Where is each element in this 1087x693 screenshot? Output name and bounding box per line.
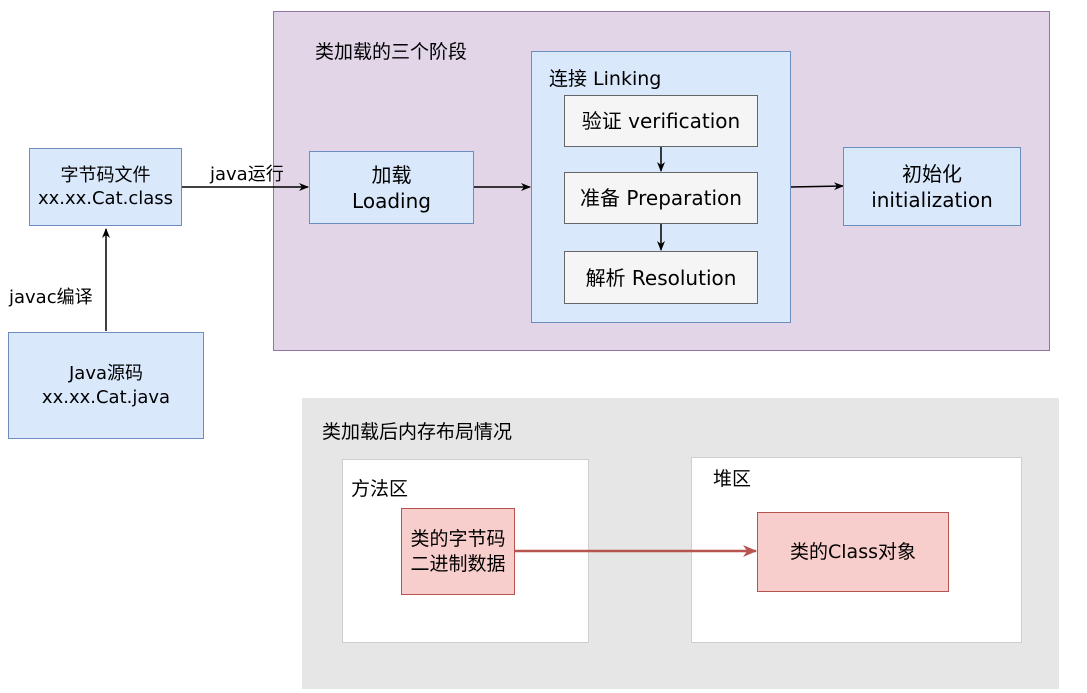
bytecode-file-line1: 字节码文件 [60,164,151,186]
bytecode-binary-line2: 二进制数据 [410,552,506,575]
resolution-node: 解析 Resolution [564,251,758,304]
preparation-node: 准备 Preparation [564,172,758,224]
java-source-line1: Java源码 [68,363,144,385]
method-area-title: 方法区 [351,478,409,500]
verification-label: 验证 verification [581,109,741,133]
loading-line1: 加载 [371,162,412,187]
compile-edge-label: javac编译 [9,287,93,308]
resolution-label: 解析 Resolution [585,265,737,290]
memory-layout-title: 类加载后内存布局情况 [322,421,513,443]
class-object-node: 类的Class对象 [757,512,949,592]
bytecode-file-line2: xx.xx.Cat.class [37,188,174,209]
class-object-label: 类的Class对象 [790,540,916,563]
linking-to-init-edge [790,182,844,191]
preparation-label: 准备 Preparation [580,186,742,210]
heap-title: 堆区 [713,468,752,490]
java-source-line2: xx.xx.Cat.java [41,386,171,408]
java-source-node: Java源码 xx.xx.Cat.java [8,332,204,439]
loading-node: 加载 Loading [309,151,474,224]
initialization-line2: initialization [871,187,993,212]
run-edge-label: java运行 [210,164,284,185]
verification-node: 验证 verification [564,95,758,147]
linking-title: 连接 Linking [549,68,662,90]
bytecode-binary-data-node: 类的字节码 二进制数据 [401,508,515,595]
bytecode-file-node: 字节码文件 xx.xx.Cat.class [29,148,182,226]
initialization-line1: 初始化 [902,161,962,186]
loading-line2: Loading [352,188,431,213]
class-loading-stages-title: 类加载的三个阶段 [315,41,468,63]
bytecode-binary-line1: 类的字节码 [410,527,506,550]
initialization-node: 初始化 initialization [843,147,1021,226]
